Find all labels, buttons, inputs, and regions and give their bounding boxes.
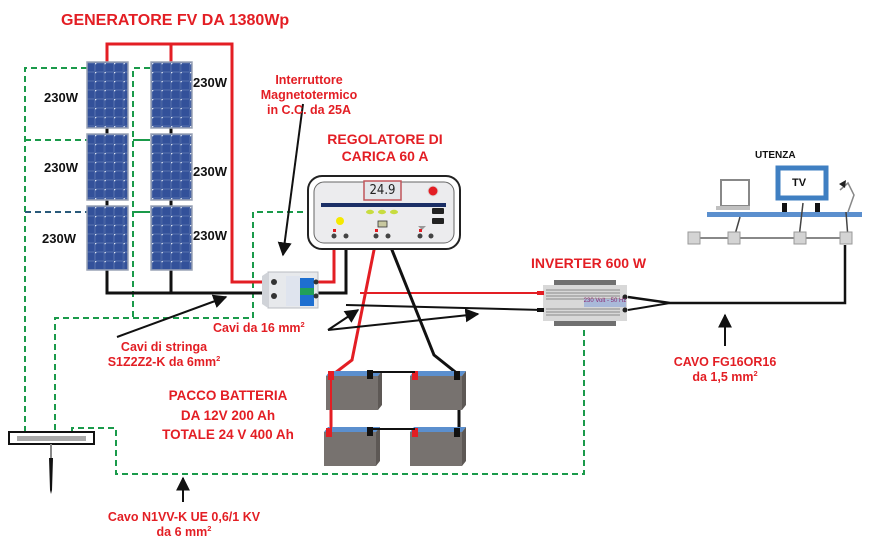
tv-label: TV: [792, 177, 807, 189]
breaker-label-line: Magnetotermico: [260, 87, 358, 102]
string-cable-label: Cavi di stringa S1Z2Z2-K da 6mm2: [86, 340, 242, 370]
regulator-to-inverter-negative: [345, 304, 544, 311]
ground-wire-to-breaker: [54, 211, 312, 440]
battery-pack-label-line: DA 12V 200 Ah: [180, 407, 276, 423]
pv-positive-bus: [105, 42, 266, 284]
inverter-label: INVERTER 600 W: [531, 255, 647, 271]
ground-wire-col2-row: [133, 139, 150, 213]
superscript: 2: [300, 319, 305, 329]
panel-power-label: 230W: [42, 231, 76, 246]
battery: [324, 427, 380, 466]
dc-breaker: [262, 271, 319, 309]
diagram-title: GENERATORE FV DA 1380Wp: [61, 12, 290, 29]
ground-cable-label-line: Cavo N1VV-K UE 0,6/1 KV: [107, 510, 261, 524]
regulator-power-led: [427, 185, 439, 197]
ground-cable-label: Cavo N1VV-K UE 0,6/1 KV da 6 mm2: [95, 510, 273, 540]
ground-electrode: [8, 431, 95, 494]
solar-array: [86, 61, 193, 271]
tv-icon: [775, 165, 829, 201]
breaker-to-regulator-positive: [318, 240, 336, 284]
computer-icon: [720, 179, 750, 207]
superscript: 2: [753, 368, 758, 378]
battery-pack-label: PACCO BATTERIA DA 12V 200 Ah TOTALE 24 V…: [155, 386, 301, 445]
battery-icon: [377, 220, 388, 228]
charge-regulator: [307, 175, 461, 250]
solar-panel: [150, 61, 193, 129]
battery-cable-label: Cavi da 16 mm2: [213, 321, 305, 336]
panel-power-label: 230W: [193, 228, 227, 243]
ac-cable-label-line: da 1,5 mm2: [665, 368, 785, 385]
string-cable-label-line: Cavi di stringa: [120, 340, 208, 354]
ground-wire-left-frame: [24, 67, 87, 440]
ac-cable-label-line: CAVO FG16OR16: [673, 355, 777, 369]
breaker-label-line: Interruttore: [275, 73, 343, 87]
arrow-breaker: [277, 103, 304, 257]
power-outlets: [687, 231, 853, 245]
pointer-arrows: [116, 103, 732, 502]
regulator-display: [363, 180, 402, 201]
panel-power-label: 230W: [193, 75, 227, 90]
inverter: [537, 280, 628, 326]
inverter-plate-text: 230 Volt - 50 Hz: [583, 298, 627, 304]
ground-wire-col2: [132, 67, 150, 318]
ground-cable-label-line: da 6 mm2: [95, 523, 273, 540]
string-cable-label-line: S1Z2Z2-K da 6mm2: [86, 353, 242, 370]
solar-panel: [86, 205, 129, 271]
panel-power-label: 230W: [193, 164, 227, 179]
regulator-label-line: REGOLATORE DI: [327, 131, 443, 147]
breaker-to-regulator-negative: [318, 240, 348, 295]
battery-pack-label-line: TOTALE 24 V 400 Ah: [162, 427, 294, 443]
battery-pack: [324, 370, 466, 466]
superscript: 2: [207, 523, 212, 533]
battery: [410, 371, 466, 410]
loads-group: [687, 165, 862, 245]
ac-cable-label: CAVO FG16OR16 da 1,5 mm2: [665, 355, 785, 385]
ac-output-line: [627, 245, 847, 305]
lamp-icon: [839, 181, 855, 213]
regulator-display-value: 24.9: [369, 183, 396, 198]
panel-power-label: 230W: [44, 90, 78, 105]
battery: [326, 371, 382, 410]
breaker-label-line: in C.C. da 25A: [266, 102, 352, 117]
solar-panel: [150, 205, 193, 271]
battery-pack-label-line: PACCO BATTERIA: [168, 388, 288, 403]
string-cable-spec: S1Z2Z2-K da 6mm: [107, 354, 217, 369]
panel-power-label: 230W: [44, 160, 78, 175]
ac-cable-spec: da 1,5 mm: [692, 369, 754, 384]
lamp-icon: [418, 226, 426, 230]
superscript: 2: [216, 353, 221, 363]
sun-icon: [336, 217, 344, 225]
solar-panel: [150, 133, 193, 201]
ground-wire-main: [71, 312, 585, 475]
pv-negative-bus: [105, 262, 266, 295]
breaker-label: Interruttore Magnetotermico in C.C. da 2…: [246, 73, 372, 117]
arrow-string-cable: [116, 294, 228, 338]
ground-wiring: [24, 67, 585, 475]
loads-label: UTENZA: [755, 150, 796, 161]
battery: [410, 427, 466, 466]
battery-cable-spec: Cavi da 16 mm: [213, 321, 301, 335]
ground-cable-spec: da 6 mm: [156, 524, 208, 539]
arrow-battery-cable-b: [327, 308, 480, 331]
arrow-battery-cable-a: [327, 309, 360, 331]
regulator-label: REGOLATORE DI CARICA 60 A: [318, 131, 452, 164]
solar-panel: [86, 133, 129, 201]
solar-panel: [86, 61, 129, 129]
regulator-label-line: CARICA 60 A: [341, 147, 429, 164]
